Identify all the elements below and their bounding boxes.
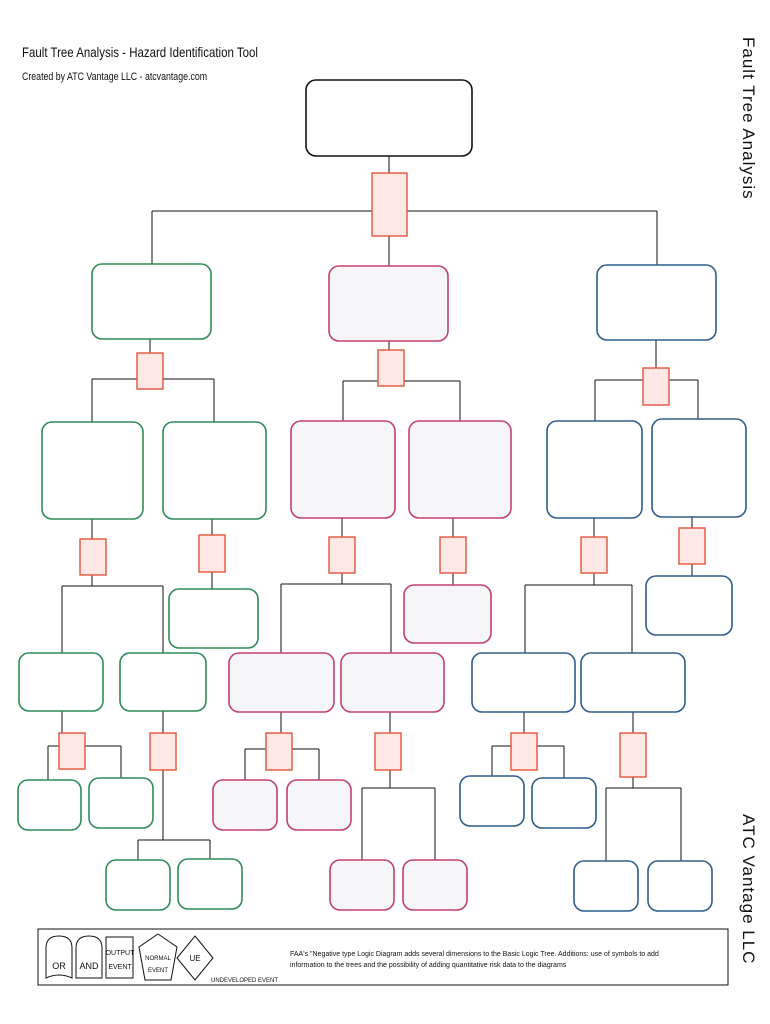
event-box-pink-l1 (328, 265, 449, 342)
undeveloped-event-ue-label: UE (189, 954, 200, 963)
gate-top (371, 172, 408, 237)
gate-green-l3b (149, 732, 177, 771)
event-box-blue-l3-single (645, 575, 733, 636)
gate-green-l1 (136, 352, 164, 390)
gate-blue-l3a (510, 732, 538, 771)
and-gate-symbol (75, 935, 103, 979)
normal-event-label-1: NORMAL (145, 956, 171, 962)
event-box-pink-l5a (329, 859, 395, 911)
undeveloped-event-symbol (176, 935, 214, 981)
gate-pink-l2b (439, 536, 467, 574)
event-box-blue-l5b (647, 860, 713, 912)
event-box-pink-l4b (286, 779, 352, 831)
page-title: Fault Tree Analysis - Hazard Identificat… (22, 44, 258, 60)
event-boxes (17, 79, 747, 912)
page-subtitle: Created by ATC Vantage LLC - atcvantage.… (22, 71, 208, 83)
event-box-green-l2b (162, 421, 267, 520)
or-gate-label: OR (52, 961, 66, 971)
event-box-green-l4a (17, 779, 82, 831)
output-event-symbol (105, 936, 134, 979)
logic-gates (58, 172, 706, 778)
gate-pink-l3a (265, 732, 293, 771)
event-box-green-l3b (119, 652, 207, 712)
event-box-blue-l2b (651, 418, 747, 518)
gate-blue-l2a (580, 536, 608, 574)
gate-blue-l1 (642, 367, 670, 406)
gate-green-l3a (58, 732, 86, 770)
event-box-green-l5b (177, 858, 243, 910)
legend-description-line-1: FAA's "Negative type Logic Diagram adds … (290, 951, 659, 958)
event-box-green-l4b (88, 777, 154, 829)
or-gate-symbol (45, 935, 73, 979)
gate-pink-l2a (328, 536, 356, 574)
event-box-green-l3a (18, 652, 104, 712)
event-box-pink-l2a (290, 420, 396, 519)
event-box-pink-l3b (340, 652, 445, 713)
gate-blue-l3b (619, 732, 647, 778)
event-box-blue-l3a (471, 652, 576, 713)
output-event-label-2: EVENT (108, 964, 132, 971)
normal-event-label-2: EVENT (148, 968, 168, 974)
event-box-blue-l4a (459, 775, 525, 827)
event-box-blue-l3b (580, 652, 686, 713)
event-box-blue-l5a (573, 860, 639, 912)
event-box-green-l5a (105, 859, 171, 911)
undeveloped-event-label: UNDEVELOPED EVENT (211, 978, 278, 984)
and-gate-label: AND (79, 961, 99, 971)
gate-blue-l2b (678, 527, 706, 565)
output-event-label-1: OUTPUT (106, 950, 136, 957)
event-box-green-l2a (41, 421, 144, 520)
event-box-pink-l5b (402, 859, 468, 911)
legend: OR AND OUTPUT EVENT NORMAL EVENT UE UNDE… (37, 928, 729, 986)
legend-description-line-2: information to the trees and the possibi… (290, 962, 567, 969)
gate-green-l2a (79, 538, 107, 576)
event-box-pink-l4a (212, 779, 278, 831)
event-box-top (305, 79, 473, 157)
gate-green-l2b (198, 534, 226, 573)
event-box-green-l1 (91, 263, 212, 340)
gate-pink-l1 (377, 349, 405, 387)
event-box-pink-l3-single (403, 584, 492, 644)
event-box-green-l3-single (168, 588, 259, 649)
event-box-blue-l1 (596, 264, 717, 341)
normal-event-symbol (138, 933, 178, 981)
event-box-blue-l2a (546, 420, 643, 519)
event-box-blue-l4b (531, 777, 597, 829)
event-box-pink-l3a (228, 652, 335, 713)
event-box-pink-l2b (408, 420, 512, 519)
gate-pink-l3b (374, 732, 402, 771)
